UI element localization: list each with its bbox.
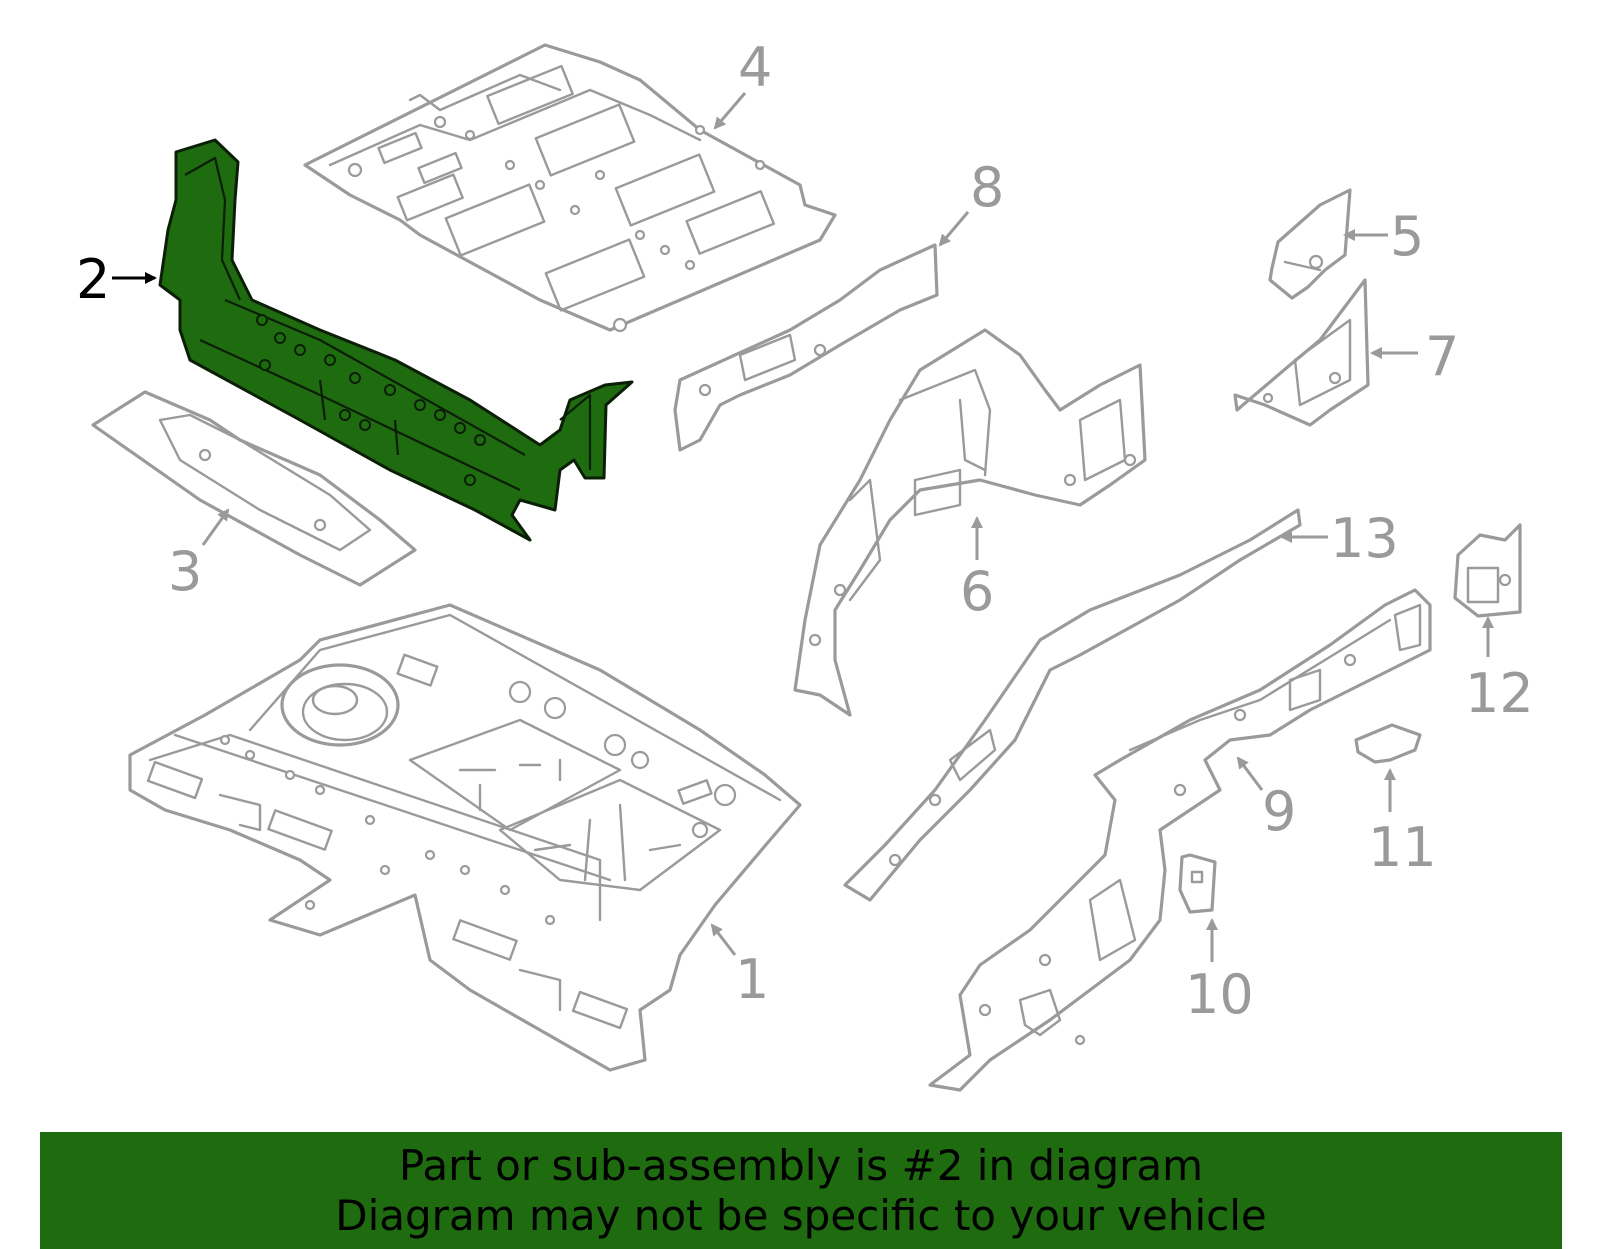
part-8-bracket[interactable] <box>673 243 939 452</box>
callout-3[interactable]: 3 <box>168 508 230 603</box>
callout-7[interactable]: 7 <box>1370 325 1459 388</box>
callout-5[interactable]: 5 <box>1343 205 1424 268</box>
callout-6[interactable]: 6 <box>960 516 994 623</box>
parts-diagram: 1 2 3 4 5 6 7 8 9 10 11 12 <box>76 36 1534 1092</box>
callout-4[interactable]: 4 <box>713 36 772 130</box>
callout-2-label: 2 <box>76 248 110 311</box>
banner-line-2: Diagram may not be specific to your vehi… <box>335 1190 1267 1240</box>
info-banner: Part or sub-assembly is #2 in diagram Di… <box>40 1132 1562 1249</box>
callout-5-label: 5 <box>1390 205 1424 268</box>
part-11-small-bracket[interactable] <box>1354 723 1422 764</box>
banner-line-1: Part or sub-assembly is #2 in diagram <box>398 1140 1204 1190</box>
part-2-cross-member[interactable] <box>158 138 634 542</box>
part-10-plate[interactable] <box>1178 853 1217 914</box>
callout-8-label: 8 <box>970 156 1004 219</box>
callout-9[interactable]: 9 <box>1236 756 1296 843</box>
part-4-floor-panel[interactable] <box>303 43 837 333</box>
part-12-bracket[interactable] <box>1453 523 1522 618</box>
callout-12-label: 12 <box>1465 662 1534 725</box>
callout-1-label: 1 <box>735 948 769 1011</box>
callout-2[interactable]: 2 <box>76 248 157 311</box>
callout-13-label: 13 <box>1330 507 1399 570</box>
callout-11-label: 11 <box>1368 816 1437 879</box>
part-1-rear-floor[interactable] <box>128 603 802 1072</box>
callout-6-label: 6 <box>960 560 994 623</box>
part-9-side-rail[interactable] <box>928 588 1432 1092</box>
callout-12[interactable]: 12 <box>1465 616 1534 725</box>
callout-4-label: 4 <box>738 36 772 99</box>
callout-8[interactable]: 8 <box>938 156 1004 247</box>
part-6-wheelhouse[interactable] <box>793 328 1147 717</box>
callout-3-label: 3 <box>168 540 202 603</box>
callout-9-label: 9 <box>1262 780 1296 843</box>
callout-11[interactable]: 11 <box>1368 768 1437 879</box>
callout-1[interactable]: 1 <box>710 923 769 1011</box>
callout-13[interactable]: 13 <box>1280 507 1399 570</box>
part-7-bracket[interactable] <box>1233 278 1370 427</box>
callout-7-label: 7 <box>1425 325 1459 388</box>
callout-10-label: 10 <box>1185 963 1254 1026</box>
callout-10[interactable]: 10 <box>1185 918 1254 1026</box>
part-3-reinforcement[interactable] <box>91 390 417 587</box>
part-13-side-member[interactable] <box>843 508 1302 902</box>
part-5-bracket[interactable] <box>1268 188 1352 300</box>
